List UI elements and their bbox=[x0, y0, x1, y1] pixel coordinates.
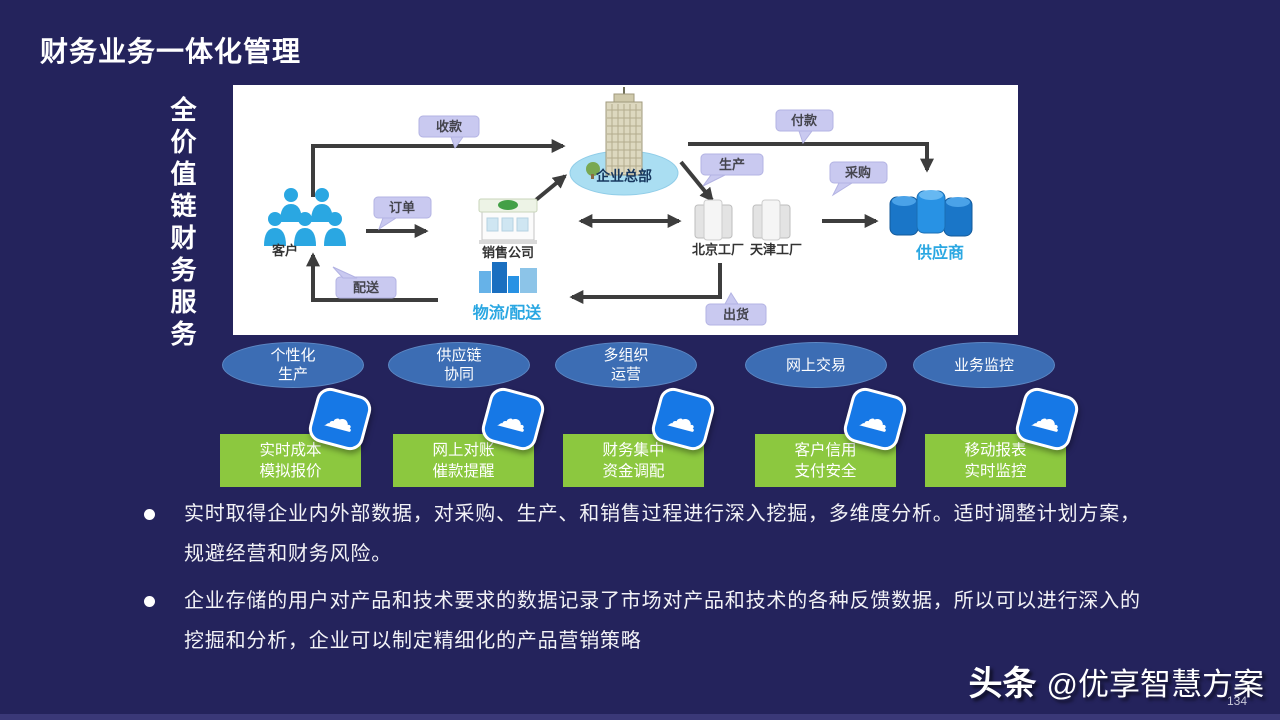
customers-label: 客户 bbox=[272, 243, 298, 258]
bullet-list: 实时取得企业内外部数据，对采购、生产、和销售过程进行深入挖掘，多维度分析。适时调… bbox=[140, 494, 1155, 668]
arrow-hq-to-supplier-payment bbox=[688, 142, 934, 173]
bubble-business-monitoring: 业务监控 bbox=[913, 342, 1055, 388]
feature-line: 网上对账 bbox=[432, 441, 495, 459]
cloud-glyph: ☁ bbox=[321, 399, 359, 439]
supplier-icon bbox=[889, 190, 973, 237]
bullet-item: 企业存储的用户对产品和技术要求的数据记录了市场对产品和技术的各种反馈数据，所以可… bbox=[140, 581, 1155, 661]
svg-text:生产: 生产 bbox=[719, 157, 745, 172]
feature-line: 支付安全 bbox=[794, 462, 857, 480]
bubble-online-trading: 网上交易 bbox=[745, 342, 887, 388]
bubble-line: 协同 bbox=[443, 366, 474, 383]
tianjin-factory-label: 天津工厂 bbox=[750, 242, 802, 257]
bubble-line: 运营 bbox=[610, 366, 641, 383]
callout-shipment: 出货 bbox=[705, 292, 767, 326]
diagram-canvas: 客户 销售公司 bbox=[264, 87, 973, 326]
feature-line: 资金调配 bbox=[602, 462, 665, 480]
cloud-glyph: ☁ bbox=[494, 399, 532, 439]
feature-line: 客户信用 bbox=[794, 441, 857, 459]
bubble-line: 供应链 bbox=[436, 347, 482, 364]
feature-line: 实时成本 bbox=[259, 441, 322, 459]
svg-text:采购: 采购 bbox=[844, 165, 871, 180]
headquarters-label: 企业总部 bbox=[595, 168, 652, 184]
watermark: 头条 @优享智慧方案 bbox=[969, 656, 1264, 705]
svg-text:出货: 出货 bbox=[723, 307, 749, 322]
callout-production: 生产 bbox=[700, 153, 764, 187]
arrow-hq-to-factory bbox=[679, 160, 714, 203]
beijing-factory-label: 北京工厂 bbox=[692, 242, 744, 257]
page-title: 财务业务一体化管理 bbox=[40, 36, 302, 67]
bubble-personalized-production: 个性化 生产 bbox=[222, 342, 364, 388]
cloud-glyph: ☁ bbox=[856, 399, 894, 439]
callout-payment: 付款 bbox=[775, 109, 834, 145]
feature-line: 实时监控 bbox=[964, 462, 1027, 480]
logistics-icon bbox=[479, 262, 537, 293]
bottom-divider bbox=[0, 714, 1280, 720]
bullet-item: 实时取得企业内外部数据，对采购、生产、和销售过程进行深入挖掘，多维度分析。适时调… bbox=[140, 494, 1155, 574]
callout-procurement: 采购 bbox=[829, 161, 888, 197]
bubble-line: 业务监控 bbox=[953, 356, 1014, 374]
svg-text:配送: 配送 bbox=[353, 280, 380, 295]
cloud-glyph: ☁ bbox=[664, 399, 702, 439]
watermark-handle: @优享智慧方案 bbox=[1046, 667, 1264, 702]
side-vertical-label: 全价值链财务服务 bbox=[167, 96, 197, 352]
bubble-line: 生产 bbox=[277, 366, 308, 383]
value-chain-diagram: 客户 销售公司 bbox=[233, 85, 1018, 335]
callout-delivery: 配送 bbox=[332, 266, 397, 299]
bullet-text: 企业存储的用户对产品和技术要求的数据记录了市场对产品和技术的各种反馈数据，所以可… bbox=[184, 590, 1141, 652]
feature-line: 模拟报价 bbox=[259, 462, 322, 480]
bullet-text: 实时取得企业内外部数据，对采购、生产、和销售过程进行深入挖掘，多维度分析。适时调… bbox=[184, 503, 1141, 565]
beijing-factory-icon bbox=[694, 199, 733, 241]
cloud-glyph: ☁ bbox=[1028, 399, 1066, 439]
logistics-label: 物流/配送 bbox=[473, 303, 542, 322]
sales-company-icon bbox=[478, 198, 538, 244]
bubble-multi-org-operation: 多组织 运营 bbox=[555, 342, 697, 388]
tianjin-factory-icon bbox=[752, 199, 791, 241]
feature-line: 移动报表 bbox=[964, 441, 1027, 459]
page-number: 134 bbox=[1227, 694, 1248, 708]
callout-receive-payment: 收款 bbox=[418, 115, 480, 150]
bubble-line: 网上交易 bbox=[785, 356, 846, 374]
feature-line: 财务集中 bbox=[602, 441, 665, 459]
arrow-logistics-to-customer bbox=[306, 252, 438, 302]
bubble-line: 个性化 bbox=[270, 347, 316, 364]
arrow-factory-to-logistics bbox=[569, 263, 722, 304]
svg-text:订单: 订单 bbox=[389, 200, 415, 215]
supplier-label: 供应商 bbox=[915, 243, 964, 262]
toutiao-logo: 头条 bbox=[968, 665, 1037, 703]
callout-order: 订单 bbox=[373, 196, 432, 231]
sales-company-label: 销售公司 bbox=[482, 245, 534, 260]
headquarters-icon bbox=[569, 87, 679, 196]
customers-icon bbox=[264, 188, 346, 246]
svg-text:收款: 收款 bbox=[436, 119, 463, 134]
feature-line: 催款提醒 bbox=[432, 462, 495, 480]
bubble-supply-chain-collaboration: 供应链 协同 bbox=[388, 342, 530, 388]
feature-box-realtime-cost: 实时成本 模拟报价 bbox=[220, 434, 361, 487]
svg-text:付款: 付款 bbox=[791, 113, 818, 128]
arrow-customer-to-hq bbox=[311, 139, 566, 197]
bubble-line: 多组织 bbox=[603, 347, 649, 364]
